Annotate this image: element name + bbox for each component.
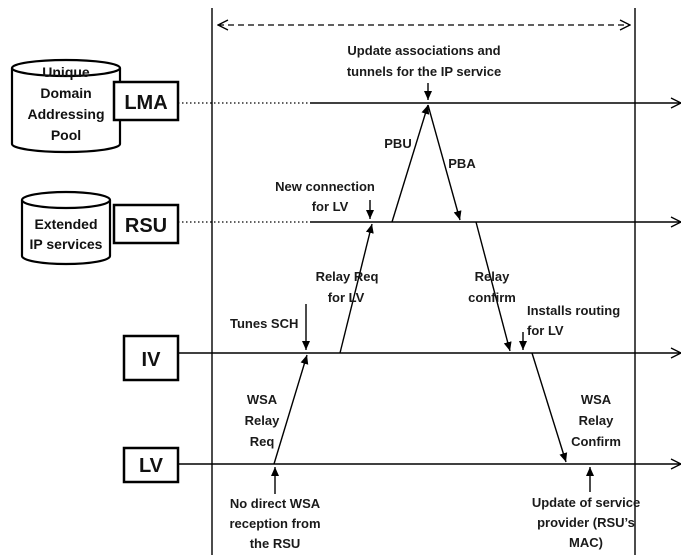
pba-arrow [427, 104, 462, 221]
lv-label: LV [139, 455, 164, 477]
lma-label: LMA [124, 92, 167, 114]
rsu-services-line-2: IP services [30, 236, 103, 252]
rsu-entity-box: RSU [112, 203, 180, 245]
relay-req-label: Relay Req for LV [316, 269, 379, 305]
iv-label: IV [142, 349, 162, 371]
installs-routing-annotation: Installs routing for LV [527, 303, 620, 338]
wsa-relay-confirm-label: WSA Relay Confirm [571, 392, 621, 449]
relay-confirm-label: Relay confirm [468, 269, 516, 305]
relay-req-line-2: for LV [328, 290, 365, 305]
update-assoc-line-1: Update associations and [347, 43, 500, 58]
relay-req-line-1: Relay Req [316, 269, 379, 284]
wsa-relay-confirm-line-2: Relay [579, 413, 614, 428]
installs-routing-line-2: for LV [527, 323, 564, 338]
pbu-arrow [391, 104, 430, 223]
wsa-relay-confirm-arrow [531, 352, 568, 463]
lma-pool-line-4: Pool [51, 127, 81, 143]
wsa-relay-req-label: WSA Relay Req [245, 392, 280, 449]
no-direct-line-1: No direct WSA [230, 496, 321, 511]
lv-entity-box: LV [122, 446, 180, 484]
rsu-label: RSU [125, 215, 167, 237]
tunes-sch-label: Tunes SCH [230, 316, 298, 331]
update-provider-line-1: Update of service [532, 495, 640, 510]
pba-label: PBA [448, 156, 476, 171]
update-assoc-annotation: Update associations and tunnels for the … [347, 43, 501, 79]
new-connection-annotation: New connection for LV [275, 179, 375, 214]
no-direct-line-3: the RSU [250, 536, 301, 551]
pbu-label: PBU [384, 136, 411, 151]
iv-entity-box: IV [122, 334, 180, 382]
relay-confirm-line-2: confirm [468, 290, 516, 305]
relay-confirm-arrow [475, 221, 512, 352]
wsa-relay-req-line-2: Relay [245, 413, 280, 428]
relay-confirm-line-1: Relay [475, 269, 510, 284]
new-connection-line-1: New connection [275, 179, 375, 194]
wsa-relay-confirm-line-3: Confirm [571, 434, 621, 449]
new-connection-line-2: for LV [312, 199, 349, 214]
update-provider-line-3: MAC) [569, 535, 603, 550]
wsa-relay-req-arrow [273, 354, 309, 465]
wsa-relay-req-line-3: Req [250, 434, 275, 449]
lma-entity-box: LMA [112, 80, 180, 122]
update-assoc-line-2: tunnels for the IP service [347, 64, 501, 79]
update-provider-annotation: Update of service provider (RSU’s MAC) [532, 495, 640, 550]
no-direct-annotation: No direct WSA reception from the RSU [229, 496, 320, 551]
wsa-relay-req-line-1: WSA [247, 392, 278, 407]
wsa-relay-confirm-line-1: WSA [581, 392, 612, 407]
lma-pool-database: Unique Domain Addressing Pool [10, 58, 122, 154]
update-provider-line-2: provider (RSU’s [537, 515, 635, 530]
no-direct-line-2: reception from [229, 516, 320, 531]
tunes-sch-annotation: Tunes SCH [230, 316, 298, 331]
relay-req-arrow [339, 223, 374, 354]
rsu-services-line-1: Extended [34, 216, 97, 232]
rsu-services-database: Extended IP services [20, 190, 112, 266]
lma-pool-line-3: Addressing [27, 106, 104, 122]
lma-pool-line-2: Domain [40, 85, 91, 101]
installs-routing-line-1: Installs routing [527, 303, 620, 318]
lma-pool-line-1: Unique [42, 64, 90, 80]
